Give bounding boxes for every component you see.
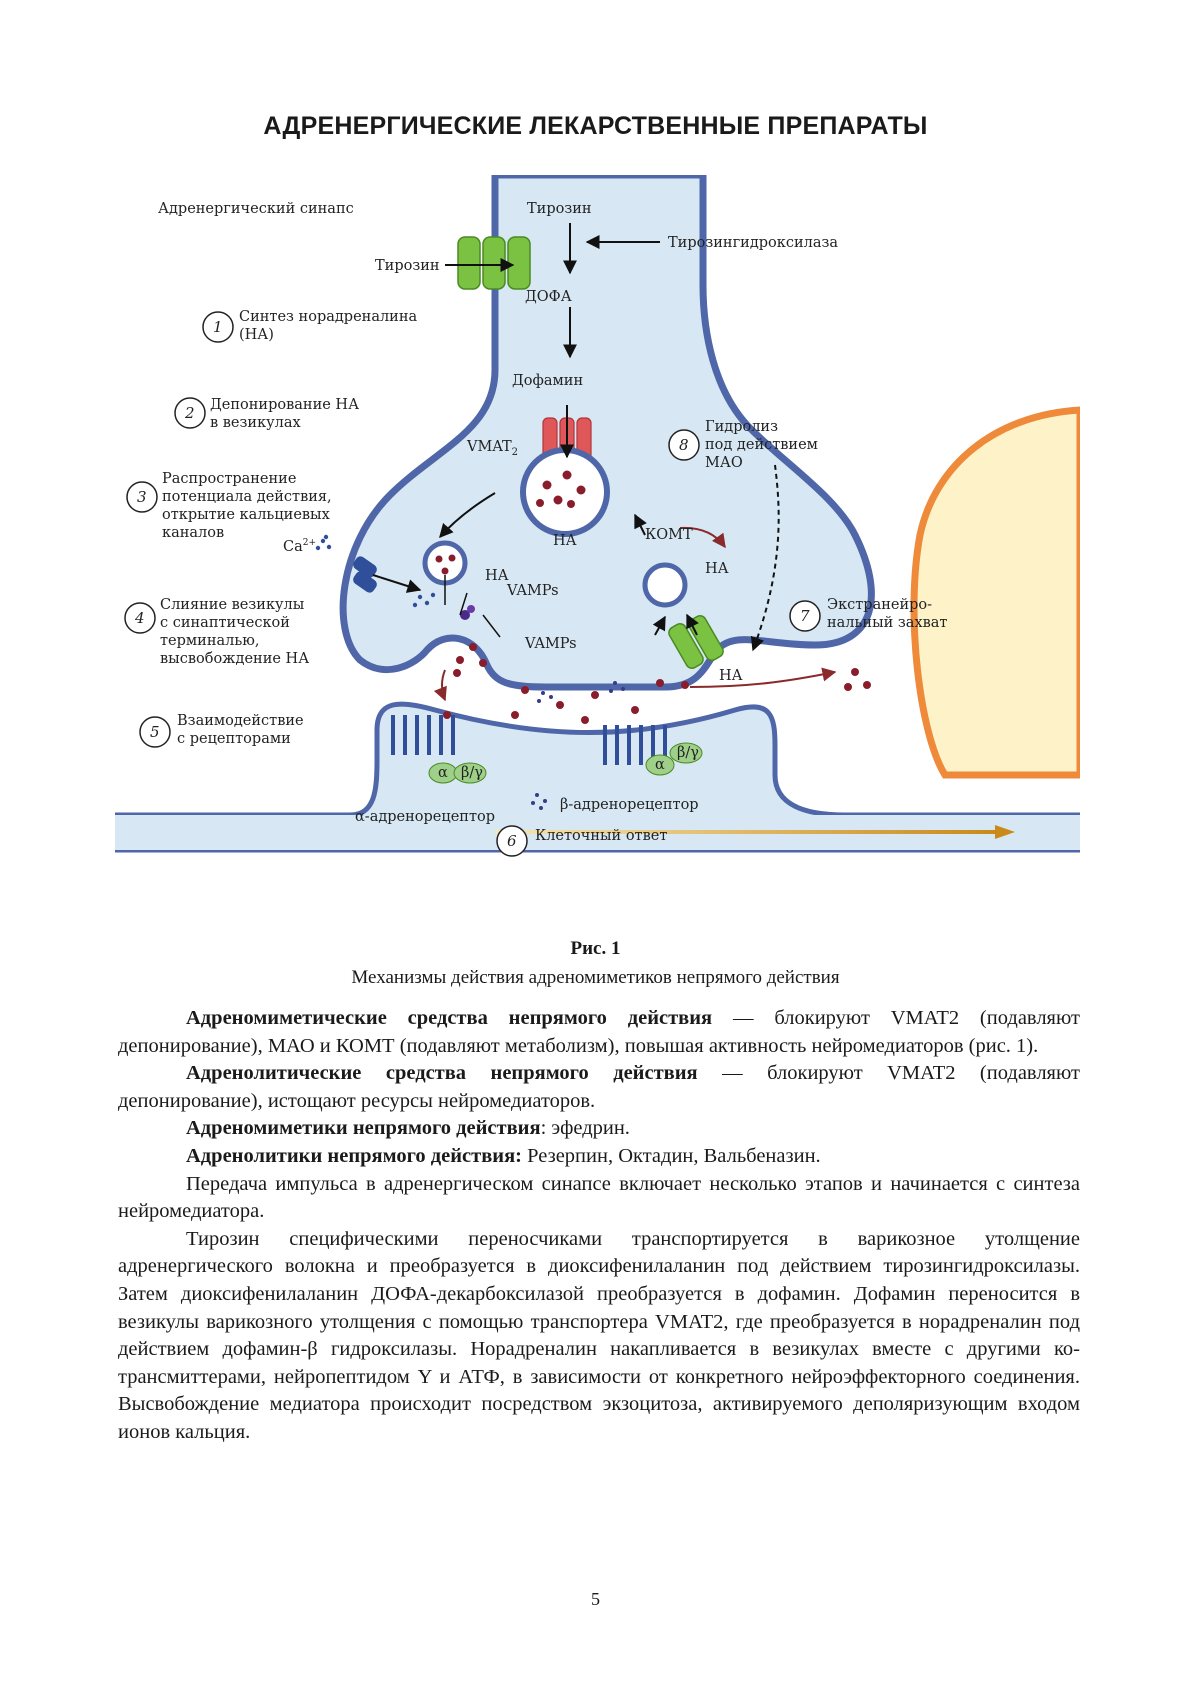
alpha-receptor <box>391 715 455 755</box>
calcium-channel <box>353 556 377 593</box>
paragraph-1-bold: Адреномиметические средства непрямого де… <box>186 1007 713 1029</box>
step-3-line1: Распространение <box>162 471 296 487</box>
paragraph-6-text: Тирозин специфическими переносчиками тра… <box>118 1227 1080 1443</box>
paragraph-4-text: Резерпин, Октадин, Вальбеназин. <box>522 1144 821 1167</box>
alpha-subunit-label: α <box>438 765 448 781</box>
paragraph-3-bold: Адреномиметики непрямого действия <box>186 1117 541 1140</box>
step-5-number: 5 <box>150 723 160 741</box>
step-5-line1: Взаимодействие <box>177 713 304 729</box>
adrenergic-synapse-figure: Адренергический синапс Тирозин Тирозин Т… <box>115 175 1080 920</box>
alpha-subunit-label-2: α <box>655 757 665 773</box>
step-7-number: 7 <box>800 607 810 625</box>
paragraph-2-text: — блокируют VMAT2 (подавляют депонирован… <box>118 1062 1080 1112</box>
step-7-line2: нальный захват <box>827 615 947 631</box>
step-2-line2: в везикулах <box>210 415 301 431</box>
beta-receptor <box>603 725 667 765</box>
vmat-label: VMAT2 <box>466 439 518 458</box>
neurotransmitter-dots <box>443 643 871 724</box>
paragraph-1-text: — блокируют VMAT2 (подавляют депонирован… <box>118 1007 1080 1057</box>
paragraph-6: Тирозин специфическими переносчиками тра… <box>118 1226 1080 1447</box>
step-8-line3: МАО <box>705 455 743 471</box>
step-4-number: 4 <box>134 609 145 627</box>
paragraph-5-text: Передача импульса в адренергическом сина… <box>118 1172 1080 1223</box>
tyrosine-hydroxylase-label: Тирозингидроксилаза <box>668 235 838 251</box>
vamps-label-1: VAMPs <box>506 583 559 599</box>
step-4-line2: с синаптической <box>160 615 290 631</box>
body-text: Адреномиметические средства непрямого де… <box>118 1005 1080 1447</box>
step-1-number: 1 <box>213 318 223 336</box>
step-1-line1: Синтез норадреналина <box>239 309 418 325</box>
step-3-line2: потенциала действия, <box>162 489 332 505</box>
dopamine-label: Дофамин <box>512 373 583 389</box>
extraneuronal-cell <box>910 406 1080 779</box>
step-6-number: 6 <box>507 832 517 850</box>
step-7-line1: Экстранейро- <box>827 597 932 613</box>
paragraph-5: Передача импульса в адренергическом сина… <box>118 1171 1080 1226</box>
na-vesicle-label: НА <box>553 533 577 549</box>
synapse-label: Адренергический синапс <box>158 201 354 217</box>
vesicle-empty <box>642 562 688 608</box>
figure-number: Рис. 1 <box>570 938 621 959</box>
step-8-number: 8 <box>679 436 689 454</box>
paragraph-4-bold: Адренолитики непрямого действия: <box>186 1144 522 1167</box>
presynaptic-terminal <box>339 175 875 691</box>
step-3-number: 3 <box>137 488 147 506</box>
paragraph-2-bold: Адренолитические средства непрямого дейс… <box>186 1062 698 1085</box>
step-4-line3: терминалью, <box>160 633 259 649</box>
step-4-line1: Слияние везикулы <box>160 597 305 613</box>
paragraph-3: Адреномиметики непрямого действия: эфедр… <box>118 1115 1080 1143</box>
beta-receptor-label: β-адренорецептор <box>560 797 699 813</box>
step-1-line2: (НА) <box>239 327 274 343</box>
page-title: АДРЕНЕРГИЧЕСКИЕ ЛЕКАРСТВЕННЫЕ ПРЕПАРАТЫ <box>263 112 928 140</box>
alpha-receptor-label: α-адренорецептор <box>355 809 495 825</box>
figure-caption: Механизмы действия адреномиметиков непря… <box>351 967 840 988</box>
paragraph-1: Адреномиметические средства непрямого де… <box>118 1005 1080 1060</box>
tyrosine-transporter <box>457 236 531 290</box>
step-4-line4: высвобождение НА <box>160 651 309 667</box>
step-2-line1: Депонирование НА <box>210 397 359 413</box>
step-3-line3: открытие кальциевых <box>162 507 330 523</box>
na-komt-label: НА <box>705 561 729 577</box>
tyrosine-left-label: Тирозин <box>375 258 440 274</box>
vesicle-large <box>520 447 610 537</box>
vamps-label-2: VAMPs <box>524 636 577 652</box>
calcium-label: Ca2+ <box>283 538 316 555</box>
step-8-line2: под действием <box>705 437 818 453</box>
komt-label: КОМТ <box>645 527 693 543</box>
paragraph-2: Адренолитические средства непрямого дейс… <box>118 1060 1080 1115</box>
paragraph-4: Адренолитики непрямого действия: Резерпи… <box>118 1143 1080 1171</box>
step-8-line1: Гидролиз <box>705 419 778 435</box>
step-5-line2: с рецепторами <box>177 731 291 747</box>
step-6-line1: Клеточный ответ <box>535 828 667 844</box>
paragraph-3-text: : эфедрин. <box>540 1117 630 1140</box>
dopa-label: ДОФА <box>525 289 572 305</box>
step-2-number: 2 <box>184 404 195 422</box>
na-small-label: НА <box>485 568 509 584</box>
step-3-line4: каналов <box>162 525 224 541</box>
beta-gamma-subunit-label-2: β/γ <box>677 745 699 761</box>
beta-gamma-subunit-label: β/γ <box>461 765 483 781</box>
tyrosine-top-label: Тирозин <box>527 201 592 217</box>
page-number: 5 <box>591 1589 600 1609</box>
na-bottom-label: НА <box>719 668 743 684</box>
